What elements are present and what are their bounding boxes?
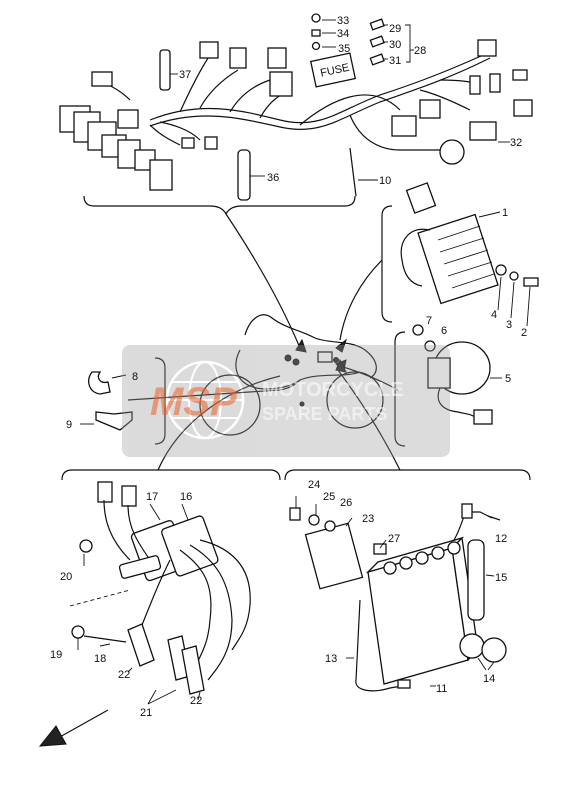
bolt-2 bbox=[523, 277, 539, 287]
watermark-logo: MSP bbox=[150, 380, 237, 424]
callout-5: 5 bbox=[505, 373, 511, 385]
front-direction-arrow bbox=[38, 709, 109, 747]
callout-18: 18 bbox=[94, 653, 106, 665]
callout-37: 37 bbox=[179, 69, 191, 81]
callout-35: 35 bbox=[338, 43, 350, 55]
callout-25: 25 bbox=[323, 491, 335, 503]
globe-icon bbox=[165, 360, 245, 440]
callout-22-right: 22 bbox=[190, 695, 202, 707]
harness-bracket bbox=[83, 195, 356, 216]
watermark-text: MSP MOTORCYCLE SPARE PARTS bbox=[150, 379, 404, 424]
callout-27: 27 bbox=[388, 533, 400, 545]
callout-19: 19 bbox=[50, 649, 62, 661]
watermark-band bbox=[122, 345, 450, 457]
plug-cap-22b bbox=[181, 645, 205, 695]
group-arrows bbox=[127, 213, 401, 471]
battery-bracket bbox=[284, 469, 531, 481]
bolt-24 bbox=[289, 507, 301, 521]
rectifier-regulator bbox=[417, 213, 499, 305]
plug-cap-22a bbox=[127, 623, 155, 667]
battery-group bbox=[284, 469, 531, 692]
regulator-connector bbox=[405, 182, 437, 214]
callout-34: 34 bbox=[337, 28, 349, 40]
callout-13: 13 bbox=[325, 653, 337, 665]
callout-3: 3 bbox=[506, 319, 512, 331]
grommet-14a bbox=[459, 633, 485, 659]
callout-6: 6 bbox=[441, 325, 447, 337]
battery-cover-23 bbox=[304, 522, 364, 590]
watermark-line2: SPARE PARTS bbox=[262, 404, 387, 424]
relay-connector bbox=[473, 409, 493, 425]
bolt-18 bbox=[83, 635, 127, 643]
lead-13 bbox=[397, 679, 411, 689]
regulator-bracket bbox=[381, 205, 393, 323]
nut-20 bbox=[79, 539, 93, 553]
callout-20: 20 bbox=[60, 571, 72, 583]
callout-29: 29 bbox=[389, 23, 401, 35]
callout-16: 16 bbox=[180, 491, 192, 503]
callout-9: 9 bbox=[66, 419, 72, 431]
band-37 bbox=[159, 49, 171, 91]
callout-23: 23 bbox=[362, 513, 374, 525]
callout-1: 1 bbox=[502, 207, 508, 219]
regulator-group bbox=[381, 182, 539, 327]
callout-11: 11 bbox=[436, 683, 447, 695]
connector-right-top bbox=[477, 39, 497, 57]
callout-21: 21 bbox=[140, 707, 152, 719]
callout-14: 14 bbox=[483, 673, 495, 685]
connector-top-1 bbox=[199, 41, 219, 59]
callout-2: 2 bbox=[521, 327, 527, 339]
callout-10: 10 bbox=[379, 175, 391, 187]
callout-31: 31 bbox=[389, 55, 401, 67]
breather-pipe-15 bbox=[467, 539, 485, 621]
fuse-label: FUSE bbox=[319, 62, 350, 80]
band-36 bbox=[237, 149, 251, 201]
wire-harness-group: FUSE bbox=[59, 13, 533, 216]
callout-26: 26 bbox=[340, 497, 352, 509]
cable-tie-10 bbox=[349, 147, 357, 197]
callout-24: 24 bbox=[308, 479, 320, 491]
washer-19 bbox=[71, 625, 85, 639]
clamp-group bbox=[80, 357, 166, 445]
callout-8: 8 bbox=[132, 371, 138, 383]
watermark-line1: MOTORCYCLE bbox=[262, 379, 404, 401]
callout-32: 32 bbox=[510, 137, 522, 149]
grommet-14b bbox=[481, 637, 507, 663]
battery-lead-12 bbox=[487, 515, 501, 521]
callout-17: 17 bbox=[146, 491, 158, 503]
ignition-coil-16 bbox=[161, 515, 219, 577]
callout-22-left: 22 bbox=[118, 669, 130, 681]
callout-30: 30 bbox=[389, 39, 401, 51]
callout-4: 4 bbox=[491, 309, 497, 321]
callout-15: 15 bbox=[495, 572, 507, 584]
callout-33: 33 bbox=[337, 15, 349, 27]
callout-28: 28 bbox=[414, 45, 426, 57]
callout-numbers: 33 34 35 29 30 31 28 37 32 36 10 1 4 3 2… bbox=[50, 15, 527, 719]
callout-7: 7 bbox=[426, 315, 432, 327]
ignition-bracket bbox=[61, 469, 281, 481]
relay bbox=[439, 139, 465, 165]
watermark bbox=[122, 345, 450, 457]
fuse: FUSE bbox=[309, 52, 357, 88]
clamp-bracket bbox=[154, 357, 166, 445]
clamp-9 bbox=[95, 411, 133, 431]
clamp-8 bbox=[88, 371, 111, 395]
callout-12: 12 bbox=[495, 533, 507, 545]
callout-36: 36 bbox=[267, 172, 279, 184]
ignition-coil-group bbox=[61, 469, 281, 705]
horn-group bbox=[394, 324, 502, 447]
battery bbox=[367, 547, 469, 685]
